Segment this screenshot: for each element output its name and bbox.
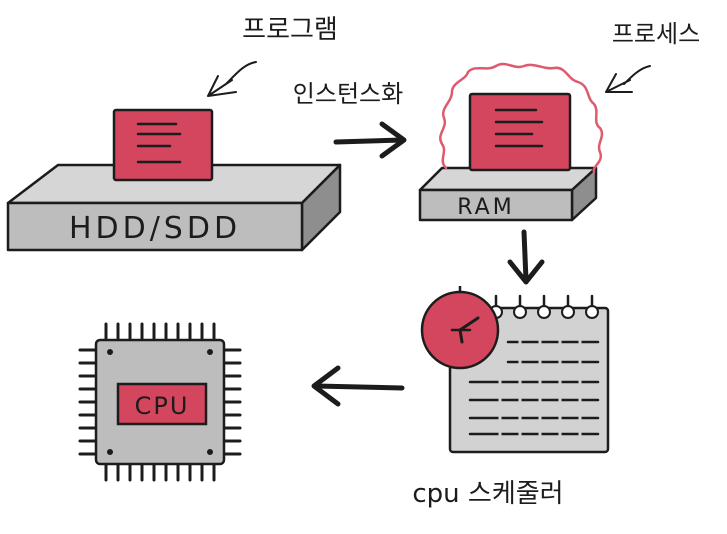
arrow-down-icon [507, 229, 545, 285]
arrow-left-icon [311, 365, 405, 407]
program-label: 프로그램 [242, 15, 338, 45]
process-glow [439, 62, 604, 174]
process-label: 프로세스 [612, 20, 700, 48]
program-pointer [207, 61, 257, 97]
arrow-right-icon [333, 121, 407, 159]
clock-icon [420, 286, 500, 370]
program-document-icon [112, 108, 214, 182]
instantiation-label: 인스턴스화 [293, 80, 403, 108]
cpu-chip-icon [78, 322, 242, 482]
scheduler-label: cpu 스케줄러 [412, 479, 563, 509]
ram-block [418, 166, 598, 222]
process-pointer [605, 65, 651, 93]
process-document-icon [468, 92, 572, 172]
hdd-block [6, 163, 342, 252]
cpu-label: CPU [135, 392, 190, 420]
hdd-label: HDD/SDD [69, 211, 241, 246]
ram-label: RAM [457, 195, 514, 220]
